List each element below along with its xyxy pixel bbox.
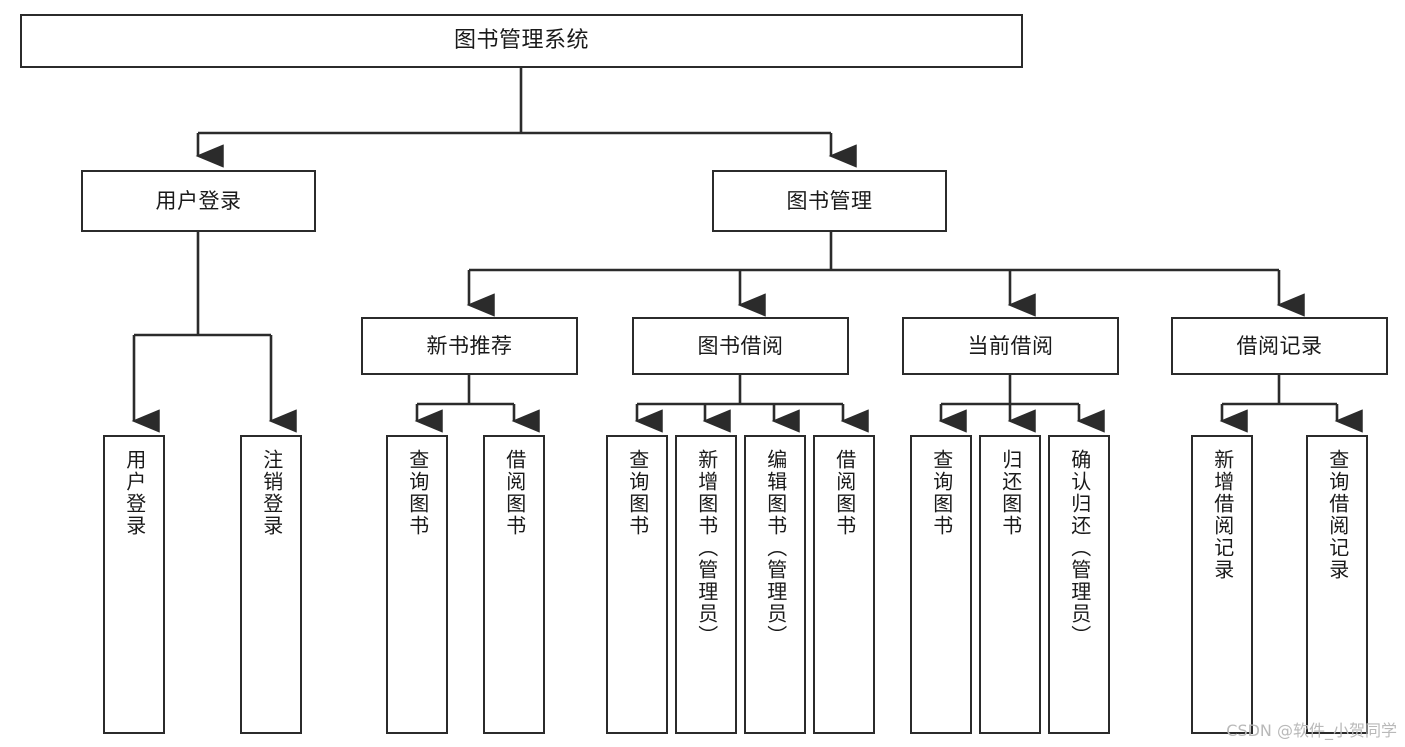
node-label: 图书管理系统	[453, 28, 589, 54]
leaf-borrow-add-book[interactable]: 新增图书（管理员）	[675, 435, 737, 734]
leaf-current-confirm-return[interactable]: 确认归还（管理员）	[1048, 435, 1110, 734]
csdn-watermark: CSDN @软件_小贺同学	[1226, 721, 1397, 740]
node-borrow-record[interactable]: 借阅记录	[1171, 317, 1388, 375]
node-new-book-recommend[interactable]: 新书推荐	[361, 317, 578, 375]
node-label: 新书推荐	[426, 333, 513, 358]
leaf-user-login[interactable]: 用户登录	[103, 435, 165, 734]
leaf-borrow-edit-book[interactable]: 编辑图书（管理员）	[744, 435, 806, 734]
node-label: 借阅记录	[1236, 333, 1323, 358]
leaf-current-query-book[interactable]: 查询图书	[910, 435, 972, 734]
node-label: 注销登录	[259, 449, 284, 537]
node-label: 查询借阅记录	[1325, 449, 1350, 581]
node-book-management[interactable]: 图书管理	[712, 170, 947, 232]
node-label: 新增图书（管理员）	[694, 449, 719, 647]
node-label: 确认归还（管理员）	[1067, 449, 1092, 647]
node-user-login[interactable]: 用户登录	[81, 170, 316, 232]
node-current-borrow[interactable]: 当前借阅	[902, 317, 1119, 375]
node-label: 新增借阅记录	[1210, 449, 1235, 581]
leaf-record-add-record[interactable]: 新增借阅记录	[1191, 435, 1253, 734]
node-label: 查询图书	[625, 449, 650, 537]
node-label: 用户登录	[155, 188, 242, 213]
leaf-borrow-borrow-book[interactable]: 借阅图书	[813, 435, 875, 734]
node-root-system[interactable]: 图书管理系统	[20, 14, 1023, 68]
leaf-record-query-record[interactable]: 查询借阅记录	[1306, 435, 1368, 734]
node-label: 借阅图书	[502, 449, 527, 537]
node-label: 图书管理	[786, 188, 873, 213]
node-label: 查询图书	[405, 449, 430, 537]
node-label: 借阅图书	[832, 449, 857, 537]
leaf-recommend-borrow-book[interactable]: 借阅图书	[483, 435, 545, 734]
node-label: 图书借阅	[697, 333, 784, 358]
leaf-user-logout[interactable]: 注销登录	[240, 435, 302, 734]
leaf-recommend-query-book[interactable]: 查询图书	[386, 435, 448, 734]
node-label: 查询图书	[929, 449, 954, 537]
node-book-borrow[interactable]: 图书借阅	[632, 317, 849, 375]
node-label: 当前借阅	[967, 333, 1054, 358]
node-label: 归还图书	[998, 449, 1023, 537]
leaf-borrow-query-book[interactable]: 查询图书	[606, 435, 668, 734]
node-label: 用户登录	[122, 449, 147, 537]
leaf-current-return-book[interactable]: 归还图书	[979, 435, 1041, 734]
node-label: 编辑图书（管理员）	[763, 449, 788, 647]
